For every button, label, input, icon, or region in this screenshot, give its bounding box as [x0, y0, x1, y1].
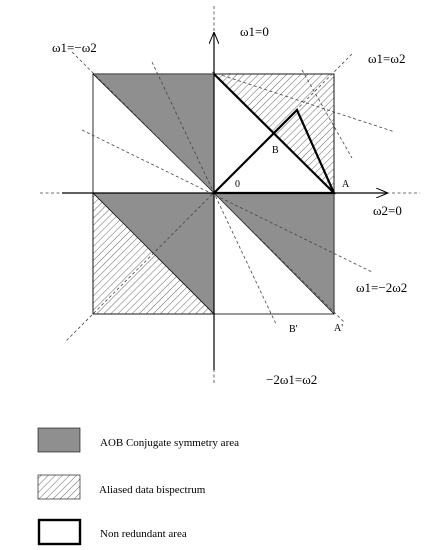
legend-swatch-outline	[37, 518, 82, 546]
legend: AOB Conjugate symmetry area Aliased data…	[37, 427, 239, 546]
point-label-A-prime: A'	[334, 323, 343, 334]
label-w1-eq-neg-w2: ω1=−ω2	[52, 40, 97, 55]
legend-label-aliased: Aliased data bispectrum	[99, 484, 206, 496]
label-w2-eq-0: ω2=0	[373, 203, 402, 218]
conjugate-diagonal	[213, 73, 335, 194]
point-label-B-prime: B'	[289, 324, 298, 335]
label-w1-eq-neg-2w2: ω1=−2ω2	[356, 280, 407, 295]
legend-swatch-gray	[37, 427, 81, 453]
label-w1-eq-w2: ω1=ω2	[368, 51, 405, 66]
point-label-origin: 0	[235, 179, 240, 190]
conjugate-region-top-left	[92, 73, 215, 194]
point-label-A: A	[342, 179, 350, 190]
label-neg-2w1-eq-w2: −2ω1=ω2	[266, 372, 317, 387]
non-redundant-triangle	[211, 108, 336, 195]
point-label-B: B	[272, 145, 279, 156]
legend-label-non-redundant: Non redundant area	[100, 528, 187, 540]
legend-swatch-hatch	[37, 474, 81, 500]
label-w1-eq-0: ω1=0	[240, 24, 269, 39]
legend-label-conjugate: AOB Conjugate symmetry area	[100, 437, 239, 449]
